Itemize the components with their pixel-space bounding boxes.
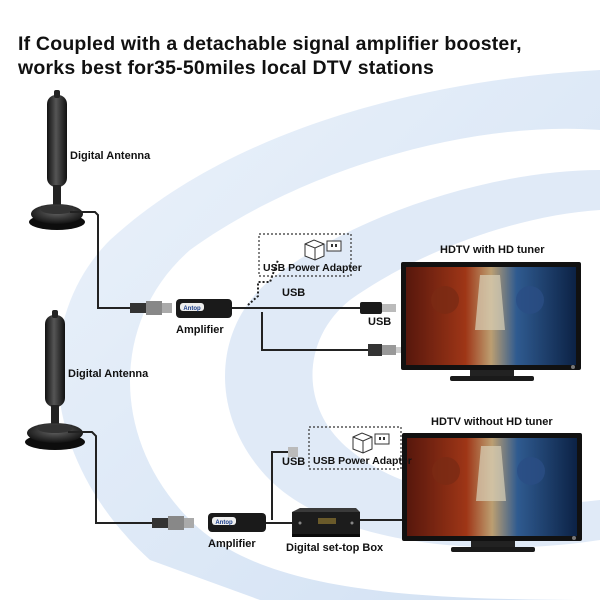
usb-adapter-icon <box>258 233 352 277</box>
top-amplifier-label: Amplifier <box>176 324 224 336</box>
tv-icon <box>401 262 581 381</box>
top-usb-label-2: USB <box>368 316 392 328</box>
cables-bottom <box>68 431 402 524</box>
antenna-icon <box>25 310 85 450</box>
amplifier-icon: Antop <box>176 299 232 318</box>
coax-connector-icon <box>130 301 172 315</box>
antenna-icon <box>29 90 85 230</box>
usb-adapter-icon <box>308 426 402 470</box>
top-usb-label-1: USB <box>282 287 306 299</box>
top-setup: Antop <box>29 90 581 381</box>
headline-line-1: If Coupled with a detachable signal ampl… <box>18 33 522 55</box>
headline: If Coupled with a detachable signal ampl… <box>18 32 588 80</box>
top-adapter-label: USB Power Adapter <box>263 262 362 274</box>
bottom-setup: Antop <box>25 310 582 552</box>
bottom-antenna-label: Digital Antenna <box>68 368 149 380</box>
cables-top <box>70 211 368 351</box>
set-top-box-label: Digital set-top Box <box>286 542 384 554</box>
coax-connector-icon <box>152 516 194 530</box>
bottom-adapter-label: USB Power Adapter <box>313 455 412 467</box>
amplifier-brand: Antop <box>215 520 233 526</box>
amplifier-icon: Antop <box>208 513 266 532</box>
amplifier-brand: Antop <box>183 306 201 312</box>
bottom-amplifier-label: Amplifier <box>208 538 256 550</box>
usb-plug-icon <box>360 302 396 314</box>
bottom-usb-label: USB <box>282 456 306 468</box>
top-tv-label: HDTV with HD tuner <box>440 244 545 256</box>
coax-connector-icon <box>368 344 402 356</box>
bottom-tv-label: HDTV without HD tuner <box>431 416 553 428</box>
top-antenna-label: Digital Antenna <box>70 150 151 162</box>
usb-plug-icon <box>288 447 298 457</box>
set-top-box-icon <box>292 508 360 537</box>
tv-icon <box>402 433 582 552</box>
headline-line-2: works best for35-50miles local DTV stati… <box>18 57 435 79</box>
